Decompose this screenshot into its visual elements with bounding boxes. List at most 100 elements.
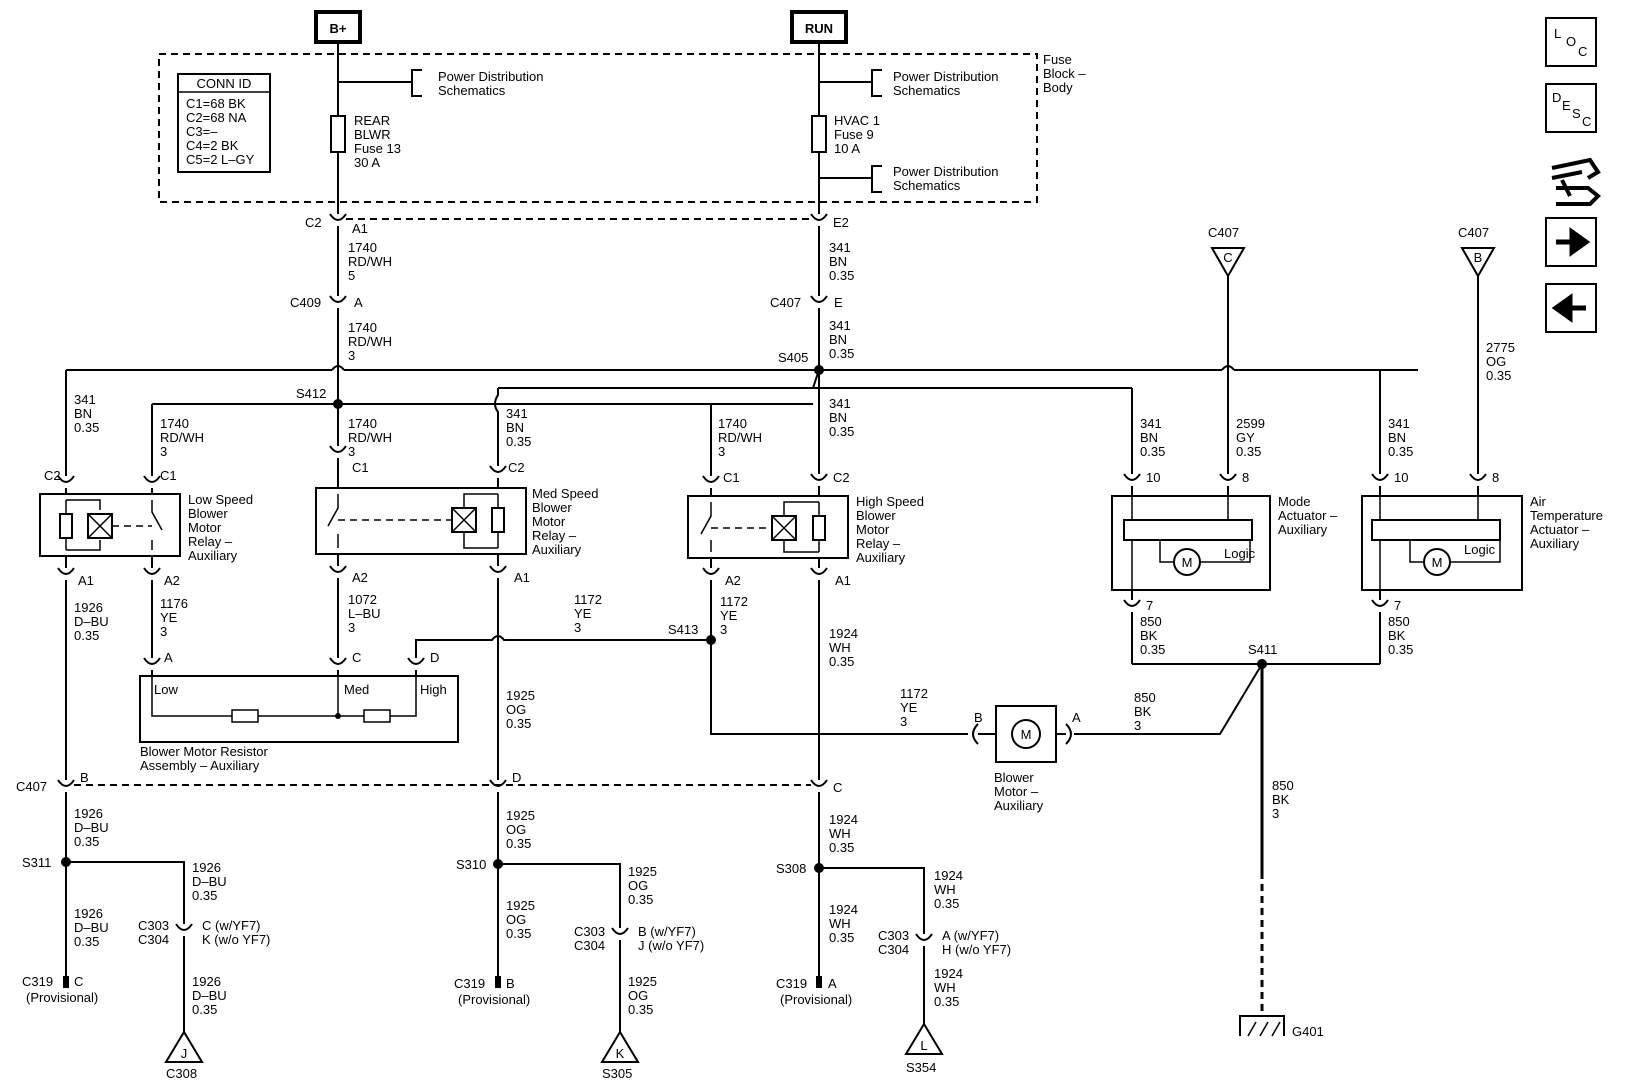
component-label: Auxiliary <box>994 798 1044 813</box>
connector-label: C319 <box>454 976 485 991</box>
wire-label: OG <box>506 702 526 717</box>
fuse-label: Fuse 9 <box>834 127 874 142</box>
connector-label: B <box>974 710 983 725</box>
connector-tool-icon[interactable] <box>1551 157 1601 206</box>
component-label: Blower <box>532 500 572 515</box>
pds-label-2: Schematics <box>893 83 961 98</box>
connector-label: A <box>828 976 837 991</box>
offpage-triangle-b[interactable] <box>1460 247 1496 279</box>
wire-label: 0.35 <box>74 934 99 949</box>
conn-id-table: CONN ID C1=68 BK C2=68 NA C3=– C4=2 BK C… <box>177 73 271 173</box>
offpage-triangle-l[interactable] <box>904 1022 944 1055</box>
med-speed-relay: C1 C2 A2 A1 Med Speed Blower Motor Relay… <box>315 445 599 585</box>
wire-label: 0.35 <box>934 896 959 911</box>
wire-label: OG <box>628 878 648 893</box>
wire-label: 1925 <box>506 898 535 913</box>
wire-label: 0.35 <box>829 840 854 855</box>
wire-label: 0.35 <box>192 888 217 903</box>
offpage-triangle-k[interactable] <box>600 1030 640 1063</box>
fuse-block-outline <box>158 53 1038 203</box>
blower-motor-auxiliary: M B A Blower Motor – Auxiliary <box>972 705 1081 813</box>
offpage-triangle-j[interactable] <box>164 1030 204 1063</box>
connector-label: 7 <box>1146 598 1153 613</box>
wire-label: D–BU <box>192 988 227 1003</box>
component-label: Blower Motor Resistor <box>140 744 269 759</box>
conn-id-row: C2=68 NA <box>186 110 247 125</box>
previous-page-button[interactable] <box>1545 283 1597 333</box>
connector-label: 10 <box>1394 470 1408 485</box>
connector-label: 8 <box>1242 470 1249 485</box>
wire-label: 1924 <box>829 626 858 641</box>
fuse-label: REAR <box>354 113 390 128</box>
connector-label: D <box>512 770 521 785</box>
component-label: Auxiliary <box>188 548 238 563</box>
connector-label: 7 <box>1394 598 1401 613</box>
wire-label: 2775 <box>1486 340 1515 355</box>
offpage-triangle-c[interactable] <box>1210 247 1246 279</box>
connector-label: C303 <box>574 924 605 939</box>
connector-label: C <box>74 974 83 989</box>
component-label: Blower <box>856 508 896 523</box>
connector-label: A1 <box>78 573 94 588</box>
offpage-letter: B <box>1474 250 1483 265</box>
wire-label: BN <box>74 406 92 421</box>
wire-label: WH <box>829 826 851 841</box>
connector-label: A1 <box>835 573 851 588</box>
connector-label: C1 <box>723 470 740 485</box>
wire-label: 0.35 <box>628 1002 653 1017</box>
description-button[interactable]: D E S C <box>1545 83 1597 133</box>
wire-label: 1924 <box>934 966 963 981</box>
loc-letter: C <box>1578 44 1587 59</box>
high-speed-relay: C1 C2 A2 A1 High Speed Blower Motor Rela… <box>687 470 924 588</box>
connector-label: C303 <box>878 928 909 943</box>
wire-label: 0.35 <box>829 268 854 283</box>
connector-label: C319 <box>776 976 807 991</box>
pds-label-1: Power Distribution <box>893 164 999 179</box>
wire-label: 1925 <box>628 974 657 989</box>
wire-label: BN <box>506 420 524 435</box>
offpage-label: C407 <box>1458 225 1489 240</box>
wire-label: 1740 <box>348 416 377 431</box>
wire-label: GY <box>1236 430 1255 445</box>
component-label: Assembly – Auxiliary <box>140 758 260 773</box>
motor-symbol: M <box>1432 555 1443 570</box>
wire-label: 1926 <box>74 806 103 821</box>
wire-label: 3 <box>900 714 907 729</box>
wire-label: 0.35 <box>74 628 99 643</box>
wire-label: 1172 <box>900 686 928 701</box>
wire-label: 341 <box>74 392 96 407</box>
connector-label: A1 <box>514 570 530 585</box>
wire-label: 0.35 <box>74 834 99 849</box>
wire-label: RD/WH <box>348 430 392 445</box>
wire-label: OG <box>506 912 526 927</box>
wire-label: RD/WH <box>160 430 204 445</box>
wire-label: OG <box>506 822 526 837</box>
wire-label: D–BU <box>192 874 227 889</box>
wire-label: WH <box>829 916 851 931</box>
wire-label: BK <box>1388 628 1406 643</box>
connector-label: C2 <box>305 215 322 230</box>
wire-label: 1740 <box>160 416 189 431</box>
fuse-block-label-1: Fuse <box>1043 52 1072 67</box>
connector-label: B <box>506 976 515 991</box>
location-button[interactable]: L O C <box>1545 17 1597 67</box>
wire-label: 0.35 <box>1140 642 1165 657</box>
wire-label: 0.35 <box>74 420 99 435</box>
offpage-label: S305 <box>602 1066 632 1081</box>
blower-motor-resistor: A C D Low Med High Blower Motor Resistor… <box>139 650 459 773</box>
wire-label: BN <box>829 254 847 269</box>
pds-label-2: Schematics <box>893 178 961 193</box>
connector-label: C <box>352 650 361 665</box>
next-page-button[interactable] <box>1545 217 1597 267</box>
wire-label: YE <box>720 608 738 623</box>
wire-label: 341 <box>506 406 528 421</box>
connector-label: A <box>354 295 363 310</box>
wire-label: D–BU <box>74 920 109 935</box>
fuse-hvac1 <box>811 115 827 153</box>
motor-symbol: M <box>1182 555 1193 570</box>
wire-label: WH <box>934 882 956 897</box>
wire-label: OG <box>628 988 648 1003</box>
fuse-label: HVAC 1 <box>834 113 880 128</box>
connector-label: J (w/o YF7) <box>638 938 704 953</box>
connector-label: C2 <box>508 460 525 475</box>
